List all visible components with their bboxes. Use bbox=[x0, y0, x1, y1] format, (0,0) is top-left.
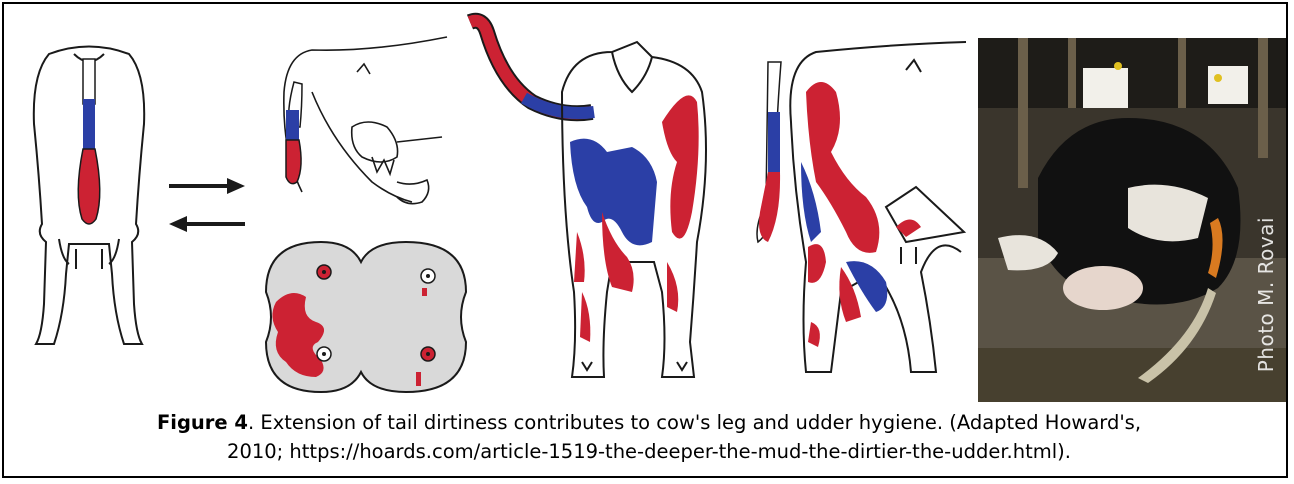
figure-frame: Photo M. Rovai Figure 4. Extension of ta… bbox=[2, 2, 1288, 478]
caption-line-1: Figure 4. Extension of tail dirtiness co… bbox=[16, 408, 1282, 437]
cow-lying-photo: Photo M. Rovai bbox=[978, 38, 1286, 402]
figure-caption: Figure 4. Extension of tail dirtiness co… bbox=[16, 408, 1282, 466]
udder-teat-diagram bbox=[256, 232, 476, 402]
photo-credit: Photo M. Rovai bbox=[1254, 217, 1278, 372]
rear-view-cow-drawing bbox=[14, 44, 164, 364]
arrow-left-icon bbox=[167, 214, 247, 234]
caption-text-1: . Extension of tail dirtiness contribute… bbox=[248, 411, 1141, 434]
cow-side-view-dirt-map bbox=[746, 32, 971, 402]
caption-line-2: 2010; https://hoards.com/article-1519-th… bbox=[16, 437, 1282, 466]
figure-label: Figure 4 bbox=[157, 411, 248, 434]
lying-cow-side-drawing bbox=[272, 32, 457, 217]
cow-rear-view-dirt-map bbox=[462, 12, 742, 402]
arrow-right-icon bbox=[167, 176, 247, 196]
